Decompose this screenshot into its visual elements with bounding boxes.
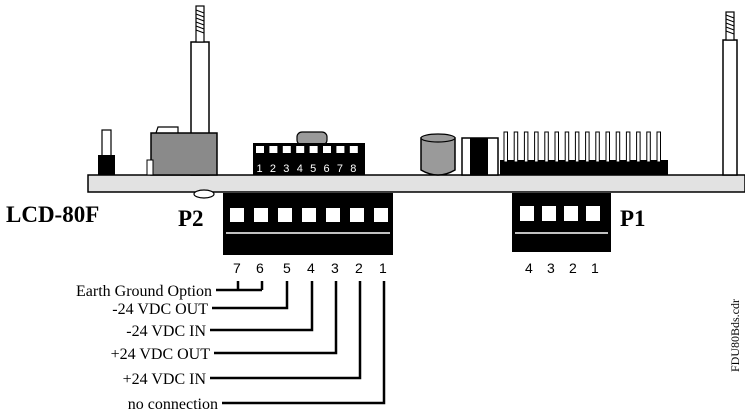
p1-label: P1 bbox=[620, 206, 646, 231]
pin-function-labels: Earth Ground Option -24 VDC OUT -24 VDC … bbox=[76, 283, 218, 410]
dip-switch-lever bbox=[269, 146, 278, 153]
header-pin bbox=[656, 131, 661, 163]
circuit-board bbox=[87, 174, 745, 193]
p2-pin-socket bbox=[302, 208, 316, 222]
header-pin bbox=[574, 131, 580, 163]
function-plus-24-vdc-in: +24 VDC IN bbox=[123, 371, 207, 388]
p1-pin-numbers: 4 3 2 1 bbox=[525, 260, 599, 276]
p1-pin-number: 1 bbox=[591, 260, 599, 276]
ground-post bbox=[98, 129, 115, 175]
leader-earth-ground bbox=[216, 281, 264, 292]
p2-pin-numbers: 7 6 5 4 3 2 1 bbox=[233, 260, 387, 276]
p2-pin-socket bbox=[350, 208, 364, 222]
dip-switch-lever bbox=[296, 146, 305, 153]
p2-pin-socket bbox=[230, 208, 244, 222]
header-pin bbox=[513, 131, 519, 163]
header-pin bbox=[585, 131, 590, 163]
p1-connector bbox=[512, 193, 611, 252]
dip-switch-position: 8 bbox=[350, 163, 356, 175]
header-pin bbox=[595, 131, 600, 163]
header-pin bbox=[646, 131, 651, 163]
p2-pin-number: 7 bbox=[233, 260, 241, 276]
p1-pin-number: 4 bbox=[525, 260, 533, 276]
p2-pin-number: 1 bbox=[379, 260, 387, 276]
p2-pin-number: 3 bbox=[331, 260, 339, 276]
standoff-right bbox=[722, 11, 738, 176]
dip-switch-position: 7 bbox=[337, 163, 343, 175]
p2-pin-socket bbox=[374, 208, 388, 222]
function-minus-24-vdc-out: -24 VDC OUT bbox=[112, 301, 208, 318]
header-pin bbox=[534, 131, 539, 163]
p1-pin-socket bbox=[520, 206, 534, 221]
p2-pin-number: 4 bbox=[307, 260, 315, 276]
header-pin bbox=[544, 131, 549, 163]
dip-switch-lever bbox=[349, 146, 358, 153]
header-pin bbox=[503, 131, 508, 163]
p2-pin-socket bbox=[254, 208, 268, 222]
dip-switch-lever bbox=[256, 146, 264, 153]
dip-switch-position: 3 bbox=[283, 163, 289, 175]
dip-switch-position: 5 bbox=[310, 163, 316, 175]
board-title: LCD-80F bbox=[6, 202, 99, 227]
dip-switch-position: 4 bbox=[297, 163, 303, 175]
dip-switch-position: 2 bbox=[270, 163, 276, 175]
dip-switch-lever bbox=[336, 146, 345, 153]
header-pin bbox=[636, 131, 641, 163]
wiring-leaders bbox=[210, 281, 386, 405]
dip-switch-lever bbox=[282, 146, 291, 153]
leader-minus-24-in bbox=[210, 281, 314, 332]
capacitor bbox=[420, 133, 456, 176]
header-pin bbox=[554, 131, 559, 163]
dip-switch-lever bbox=[323, 146, 331, 153]
p1-pin-number: 2 bbox=[569, 260, 577, 276]
p2-pin-number: 6 bbox=[256, 260, 264, 276]
leader-plus-24-out bbox=[214, 281, 338, 355]
header-pin bbox=[605, 131, 610, 163]
p1-pin-socket bbox=[564, 206, 578, 221]
header-pin bbox=[523, 131, 529, 163]
p2-pin-socket bbox=[278, 208, 292, 222]
function-plus-24-vdc-out: +24 VDC OUT bbox=[111, 346, 211, 363]
function-no-connection: no connection bbox=[128, 396, 218, 410]
p2-pin-number: 2 bbox=[355, 260, 363, 276]
leader-minus-24-out bbox=[212, 281, 289, 310]
p2-label: P2 bbox=[178, 206, 204, 231]
header-pin bbox=[564, 131, 570, 163]
p2-housing bbox=[146, 126, 218, 199]
p2-connector bbox=[223, 193, 393, 255]
p2-pin-number: 5 bbox=[283, 260, 291, 276]
dip-switch-lever bbox=[309, 146, 318, 153]
p2-pin-socket bbox=[326, 208, 340, 222]
dip-switch-position: 6 bbox=[324, 163, 330, 175]
dip-switch-position: 1 bbox=[257, 163, 263, 175]
p1-header bbox=[461, 131, 668, 176]
leader-no-connection bbox=[222, 281, 386, 405]
header-pin bbox=[615, 131, 621, 163]
function-earth-ground-option: Earth Ground Option bbox=[76, 283, 212, 300]
header-pin bbox=[625, 131, 631, 163]
p1-pin-number: 3 bbox=[547, 260, 555, 276]
function-minus-24-vdc-in: -24 VDC IN bbox=[126, 323, 206, 340]
p1-pin-socket bbox=[542, 206, 556, 221]
p1-pin-socket bbox=[586, 206, 600, 221]
leader-plus-24-in bbox=[210, 281, 362, 380]
figure-code: FDU80Bds.cdr bbox=[728, 299, 742, 372]
